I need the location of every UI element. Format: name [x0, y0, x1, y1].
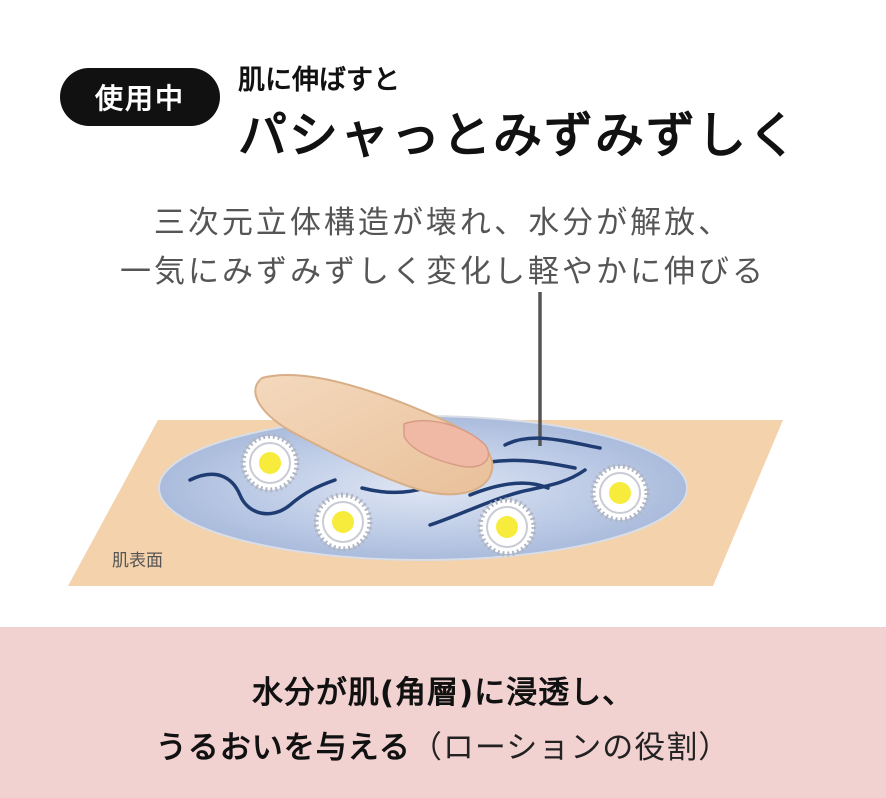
capsule-3 — [480, 500, 534, 554]
capsule-1 — [243, 436, 297, 490]
footer-line-2-main: うるおいを与える — [156, 730, 411, 766]
heading-subtitle: 肌に伸ばすと — [238, 58, 400, 97]
footer-banner — [0, 627, 886, 798]
footer-line-2: うるおいを与える（ローションの役割） — [0, 722, 886, 767]
heading-title: パシャっとみずみずしく — [238, 96, 799, 167]
in-use-badge: 使用中 — [60, 68, 220, 126]
footer-line-2-sub: （ローションの役割） — [411, 730, 730, 766]
description-line-1: 三次元立体構造が壊れ、水分が解放、 — [0, 197, 886, 242]
badge-label: 使用中 — [95, 77, 185, 117]
capsule-4 — [593, 466, 647, 520]
capsule-2 — [316, 495, 370, 549]
skin-surface-label: 肌表面 — [112, 546, 163, 571]
footer-line-1: 水分が肌(角層)に浸透し、 — [0, 667, 886, 712]
